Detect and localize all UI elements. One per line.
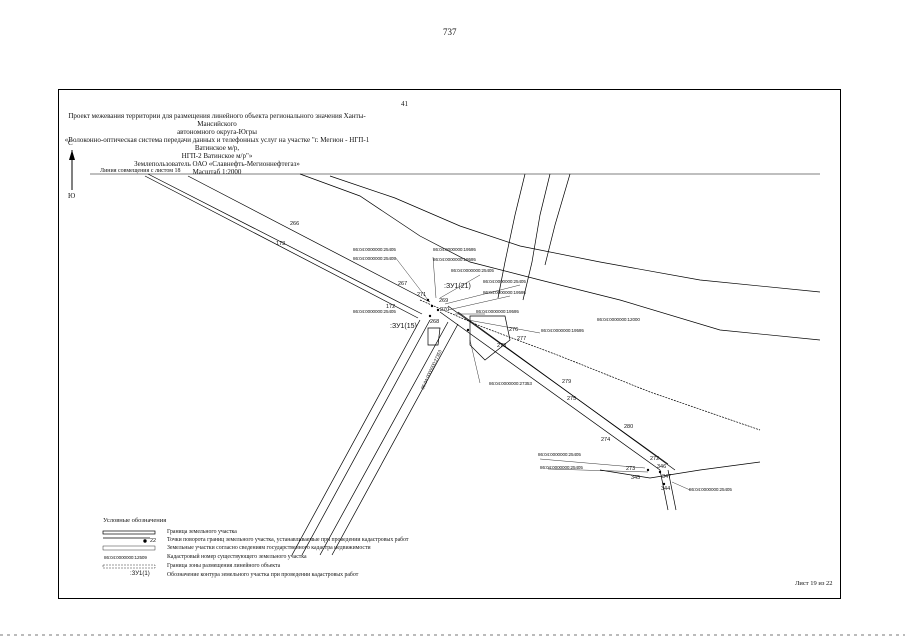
point-label: 276: [509, 327, 519, 333]
legend-point-sample: 22: [150, 538, 157, 544]
point-label: 273: [626, 466, 636, 472]
corridor-s-b: [667, 469, 677, 511]
parcel-boundary-se: [599, 461, 761, 479]
legend-cad-sample: 86:04:0000000:12509: [104, 555, 147, 560]
parcel-boundary-upper: [299, 173, 821, 341]
point-label: 280: [624, 424, 634, 430]
cadastral-label: 86:04:0000000:19595: [541, 328, 584, 333]
cadastral-label: 86:04:0000000:19595: [483, 290, 526, 295]
point-label: 347: [662, 474, 672, 480]
point-label: 277: [517, 336, 527, 342]
legend-item: Кадастровый номер существующего земельно…: [167, 554, 307, 560]
corridor-sw-b: [291, 319, 421, 556]
point-label: 172: [386, 304, 396, 310]
cadastral-label: 86:04:0000000:19595: [476, 309, 519, 314]
north-label: С: [68, 139, 73, 147]
sheet-number: 41: [401, 100, 408, 108]
legend-sample-zone: [102, 564, 156, 569]
point-label: 344: [661, 486, 671, 492]
parcel-boundary-mid: [419, 299, 761, 431]
scan-artifact: [0, 634, 905, 636]
point-label: 272: [650, 456, 660, 462]
point-label: 278: [497, 343, 507, 349]
zu-label: :ЗУ1(21): [444, 283, 471, 290]
parcel-boundary-upper-b: [329, 175, 821, 293]
corridor-sw-c: [319, 321, 449, 556]
corridor-line-b: [147, 173, 423, 315]
legend-sample-gkn: [102, 545, 156, 551]
corridor-se-a: [439, 311, 661, 471]
road-ne-c: [544, 173, 571, 266]
road-ne-b: [522, 173, 551, 301]
cadastral-label: 86:04:0000000:19595: [433, 257, 476, 262]
page-number: 737: [443, 27, 457, 37]
map-frame: [58, 89, 841, 599]
cadastral-label: 86:04:0000000:27353: [489, 381, 532, 386]
point-label: 275: [567, 396, 577, 402]
corridor-se-c: [457, 311, 676, 471]
point-label: 173: [276, 241, 286, 247]
corridor-sw-a: [301, 319, 431, 556]
legend-item: Земельные участки согласно сведениям гос…: [167, 545, 371, 551]
title-line-6: Масштаб 1:2000: [192, 168, 242, 176]
cadastral-label: 86:04:0000000:25405: [483, 279, 526, 284]
parcel-tiny: [427, 327, 441, 346]
point-label: 269: [439, 298, 449, 304]
north-arrow: С Ю: [64, 139, 80, 201]
north-arrow-icon: [69, 150, 75, 190]
sheet-label: Лист 19 из 22: [795, 580, 833, 587]
cadastral-label: 86:04:0000000:25405: [353, 247, 396, 252]
legend-zu-sample: :ЗУ1(1): [130, 571, 150, 577]
south-label: Ю: [68, 192, 76, 200]
legend-title: Условные обозначения: [103, 517, 167, 524]
title-line-2: автономного округа-Югры: [177, 128, 257, 136]
legend-item: Обозначение контура земельного участка п…: [167, 572, 359, 578]
corridor-line-c: [187, 175, 431, 303]
title-line-5: Землепользователь ОАО «Славнефть-Мегионн…: [134, 160, 300, 168]
point-label: 279: [562, 379, 572, 385]
cadastral-label: 86:04:0000000:25405: [353, 309, 396, 314]
title-block: Проект межевания территории для размещен…: [62, 112, 372, 176]
corridor-s-a: [659, 469, 669, 511]
cadastral-label: 86:04:0000000:25405: [451, 268, 494, 273]
point-label: 270: [440, 307, 450, 313]
legend-sample-boundary: [102, 530, 156, 535]
corridor-line-a: [144, 175, 419, 319]
point-label: 266: [290, 221, 300, 227]
cadastral-label: 86:04:0000000:25405: [353, 256, 396, 261]
legend-item: Граница зоны размещения линейного объект…: [167, 563, 281, 569]
legend-item: Граница земельного участка: [167, 529, 237, 535]
cadastral-label: 86:04:0000000:19595: [433, 247, 476, 252]
point-label: 271: [417, 292, 427, 298]
point-label: 268: [430, 319, 440, 325]
point-label: 346: [657, 464, 667, 470]
cadastral-label: 86:04:0000000:25405: [540, 465, 583, 470]
zu-label: :ЗУ1(15): [390, 323, 417, 330]
legend-item: Точки поворота границ земельного участка…: [167, 537, 409, 543]
match-line-label: Линия совмещения с листом 18: [100, 168, 181, 174]
point-label: 267: [398, 281, 408, 287]
cadastral-label: 86:04:0000000:25405: [689, 487, 732, 492]
title-line-4: НГП-2 Ватинское м/р"»: [181, 152, 253, 160]
cadastral-label: 86:04:0000000:25405: [538, 452, 581, 457]
corridor-sw-d: [331, 323, 459, 556]
title-line-3: «Волоконно-оптическая система передачи д…: [64, 136, 370, 152]
title-line-1: Проект межевания территории для размещен…: [68, 112, 366, 128]
point-label: 345: [631, 475, 641, 481]
road-ne-a: [497, 173, 526, 299]
cadastral-label: 86:04:0000000:12000: [597, 317, 640, 322]
point-label: 274: [601, 437, 611, 443]
